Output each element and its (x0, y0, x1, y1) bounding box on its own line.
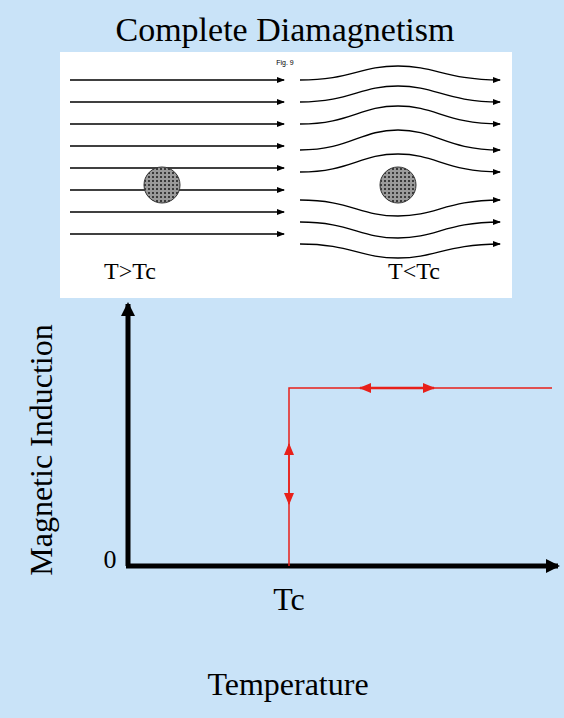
field-lines-expelled (300, 66, 500, 258)
figure-number: Fig. 9 (276, 59, 294, 67)
figure-panel (60, 52, 512, 298)
axis-title: Temperature (207, 667, 368, 702)
condition-label: T<Tc (388, 258, 440, 284)
field-lines-normal (70, 80, 284, 234)
slide-title: Complete Diamagnetism (116, 11, 455, 48)
sample-sphere (144, 167, 180, 203)
axes (126, 304, 558, 566)
axis-tick: 0 (104, 546, 117, 575)
induction-curve (289, 388, 552, 566)
condition-label: T>Tc (104, 258, 156, 284)
axis-title: Magnetic Induction (24, 324, 59, 575)
sample-sphere (380, 167, 416, 203)
axis-tick: Tc (273, 582, 305, 617)
